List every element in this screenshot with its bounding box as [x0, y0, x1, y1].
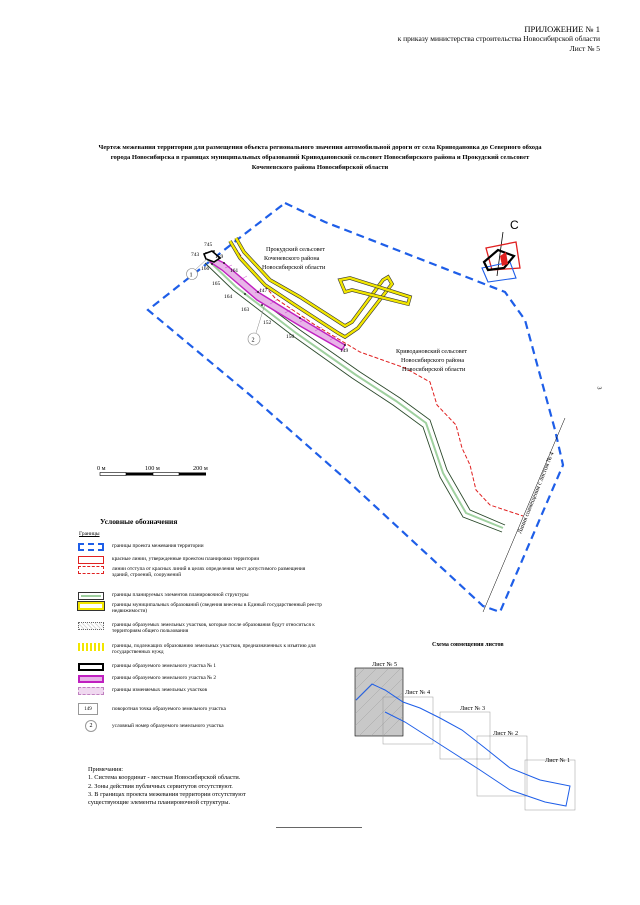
region-label-krivodanovsky: Криводановский сельсовет Новосибирского … — [396, 348, 467, 373]
header-order: к приказу министерства строительства Нов… — [397, 34, 600, 43]
scheme-label-1: Лист № 1 — [545, 757, 570, 764]
prokudsky-line-3: Новосибирской области — [262, 264, 326, 271]
scale-label-200: 200 м — [193, 465, 208, 472]
note-1: 1. Система координат - местная Новосибир… — [88, 774, 241, 782]
legend-text: границы образуемого земельного участка №… — [112, 663, 217, 669]
point-163: 163 — [241, 307, 250, 313]
turning-points: 745 743 159 166 161 165 147 164 163 152 … — [191, 242, 349, 354]
krivodanovsky-line-3: Новосибирской области — [402, 366, 466, 373]
point-745: 745 — [204, 242, 213, 248]
header-sheet: Лист № 5 — [569, 44, 600, 53]
point-743: 743 — [191, 252, 200, 258]
legend-text: красные линии, утвержденные проектом пла… — [112, 556, 260, 562]
legend-text: границы, подлежащих образованию земельны… — [112, 643, 316, 656]
krivodanovsky-line-2: Новосибирского района — [401, 357, 464, 364]
legend-item-project-boundary: границы проекта межевания территории — [78, 543, 322, 551]
legend-text: условный номер образуемого земельного уч… — [112, 723, 224, 729]
legend-text: границы изменяемых земельных участков — [112, 687, 207, 693]
region-label-prokudsky: Прокудский сельсовет Коченевского района… — [262, 246, 326, 271]
legend-borders-caption: Границы — [79, 531, 100, 537]
prokudsky-line-2: Коченевского района — [264, 255, 320, 262]
note-2: 2. Зоны действия публичных сервитутов от… — [88, 782, 233, 790]
legend-item-changed-plots: границы изменяемых земельных участков — [78, 687, 322, 695]
scheme-label-5: Лист № 5 — [372, 661, 397, 668]
note-3-continued: существующие элементы планировочной стру… — [88, 799, 231, 807]
point-164: 164 — [224, 294, 233, 300]
legend-item-plot-1: границы образуемого земельного участка №… — [78, 663, 322, 671]
scheme-sheet-3 — [439, 711, 491, 760]
legend-item-red-lines: красные линии, утвержденные проектом пла… — [78, 556, 322, 564]
drawing-title: Чертеж межевания территории для размещен… — [98, 144, 542, 171]
sheet-match-label: Линия совмещения с листом № 4 — [516, 451, 555, 535]
legend-item-turning-point: 149 поворотная точка образуемого земельн… — [78, 703, 322, 715]
prokudsky-line-1: Прокудский сельсовет — [266, 246, 325, 253]
legend-text: границы образуемого земельного участка №… — [112, 675, 217, 681]
scheme-label-4: Лист № 4 — [405, 689, 430, 696]
north-letter: С — [510, 218, 519, 232]
legend-text: поворотная точка образуемого земельного … — [112, 706, 226, 712]
legend-item-public-plots: границы образуемых земельных участков, к… — [78, 622, 322, 635]
scheme-sheet-2 — [476, 735, 528, 797]
scale-label-100: 100 м — [145, 465, 160, 472]
north-arrow-icon: С — [481, 218, 521, 283]
scale-bar: 0 м 100 м 200 м — [97, 465, 208, 476]
signature-line — [276, 827, 362, 828]
point-152: 152 — [263, 320, 272, 326]
plot-number-1: 1 — [186, 257, 209, 280]
notes: Примечания: 1. Система координат - местн… — [88, 766, 246, 807]
legend-item-planning: границы планируемых элементов планировоч… — [78, 592, 322, 600]
legend-item-withdrawal: границы, подлежащих образованию земельны… — [78, 643, 322, 656]
legend-item-plot-2: границы образуемого земельного участка №… — [78, 675, 322, 683]
scheme-label-3: Лист № 3 — [460, 705, 485, 712]
point-159: 159 — [215, 254, 224, 260]
legend-text: линии отступа от красных линий в целях о… — [112, 566, 306, 579]
scheme-sheet-4 — [382, 696, 434, 745]
krivodanovsky-line-1: Криводановский сельсовет — [396, 348, 467, 355]
legend-plot-example: 2 — [89, 723, 93, 729]
legend-point-example: 149 — [84, 707, 92, 712]
header: ПРИЛОЖЕНИЕ № 1 к приказу министерства ст… — [398, 24, 600, 54]
plot-number-1-text: 1 — [190, 272, 193, 279]
scheme-label-2: Лист № 2 — [493, 730, 518, 737]
legend-text: границы планируемых элементов планировоч… — [112, 592, 249, 598]
plot-2-boundary — [209, 256, 346, 351]
plot-number-2: 2 — [247, 303, 266, 346]
point-147: 147 — [259, 288, 268, 294]
legend-text: границы образуемых земельных участков, к… — [112, 622, 315, 635]
notes-title: Примечания: — [88, 766, 124, 773]
point-165: 165 — [212, 281, 221, 287]
point-161: 161 — [230, 268, 239, 274]
legend-text: границы муниципальных образований (сведе… — [112, 602, 322, 615]
plot-number-2-text: 2 — [252, 337, 255, 344]
legend-title: Условные обозначения — [100, 517, 178, 526]
note-3: 3. В границах проекта межевания территор… — [88, 790, 246, 798]
legend-item-municipal: границы муниципальных образований (сведе… — [77, 601, 322, 615]
legend-item-plot-number: 2 условный номер образуемого земельного … — [78, 720, 322, 732]
legend-item-setback: линии отступа от красных линий в целях о… — [78, 566, 322, 579]
legend-text: границы проекта межевания территории — [112, 543, 204, 549]
scheme-sheet-1 — [524, 759, 576, 811]
scheme-title: Схема совмещения листов — [432, 642, 504, 648]
point-150: 150 — [286, 334, 295, 340]
point-149: 149 — [340, 348, 349, 354]
project-boundary — [146, 201, 565, 614]
setback-line — [231, 242, 524, 517]
sheet-match-line — [482, 417, 566, 613]
point-166: 166 — [201, 266, 210, 272]
scale-label-0: 0 м — [97, 465, 106, 472]
header-appendix: ПРИЛОЖЕНИЕ № 1 — [524, 24, 600, 34]
sheet-scheme: Лист № 5 Лист № 4 Лист № 3 Лист № 2 Лист… — [354, 661, 576, 811]
plot-1-boundary — [202, 250, 222, 263]
